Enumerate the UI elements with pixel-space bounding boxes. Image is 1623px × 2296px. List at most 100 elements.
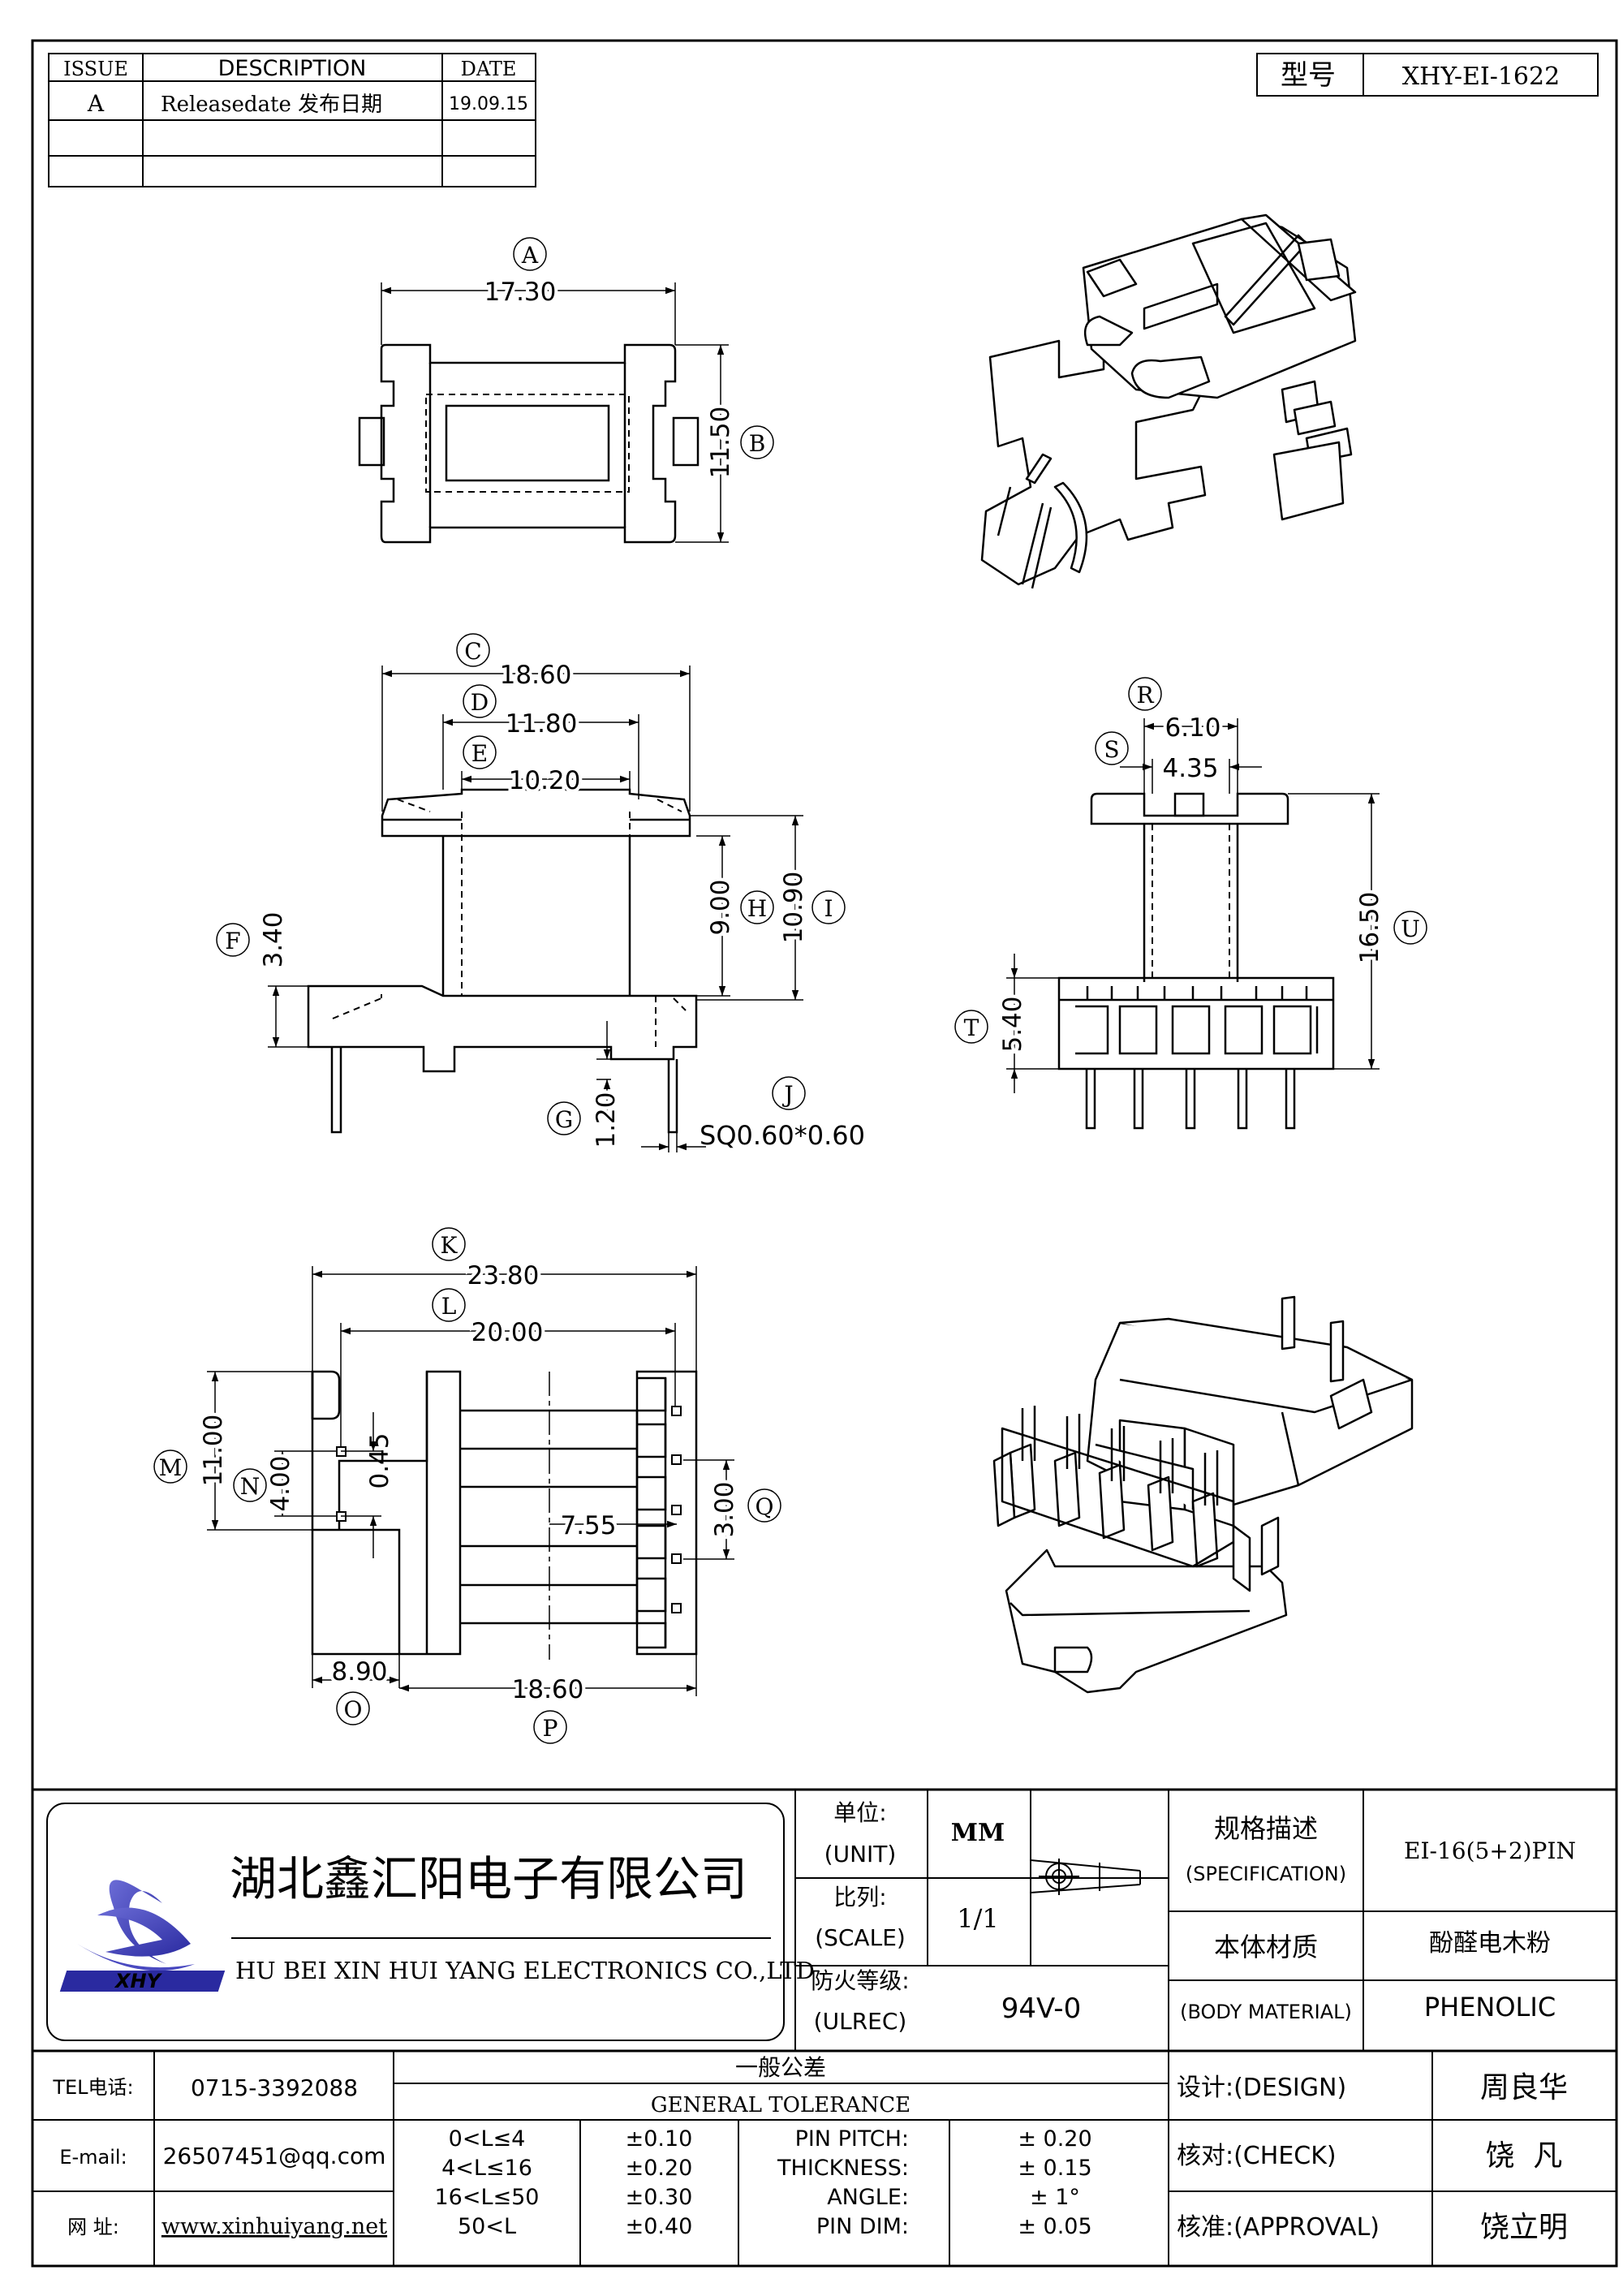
check-name: 饶 凡 [1486, 2139, 1563, 2173]
tol-item-4-value: ± 0.05 [1018, 2214, 1091, 2239]
tol-item-1-value: ± 0.20 [1018, 2126, 1091, 2152]
dim-k-tag: K [441, 1232, 458, 1259]
page-border [31, 39, 1618, 2268]
unit-value: MM [951, 1819, 1005, 1847]
dim-m-value: 11.00 [199, 1415, 228, 1487]
dim-u-tag: U [1401, 915, 1420, 942]
dim-e-value: 10.20 [509, 766, 581, 795]
dim-j-tag: J [781, 1081, 793, 1108]
dim-g-value: 1.20 [592, 1092, 621, 1148]
material-value-en: PHENOLIC [1424, 1992, 1556, 2022]
web-value[interactable]: www.xinhuiyang.net [161, 2214, 387, 2239]
tol-item-3: ANGLE: [827, 2185, 909, 2210]
dim-g-tag: G [555, 1106, 573, 1133]
dim-o-value: 8.90 [331, 1657, 387, 1686]
dim-q-tag: Q [756, 1493, 774, 1520]
dim-l-tag: L [441, 1293, 457, 1320]
rev-header-issue: ISSUE [63, 58, 128, 80]
dim-n-tag: N [240, 1473, 260, 1500]
dim-m-tag: M [159, 1454, 183, 1481]
model-box [1256, 53, 1599, 97]
front-view-hidden [332, 799, 687, 1047]
dim-i-tag: I [824, 895, 833, 922]
tolerance-title-en: GENERAL TOLERANCE [651, 2093, 911, 2117]
email-label: E-mail: [59, 2146, 127, 2169]
dim-o-tag: O [344, 1696, 363, 1723]
ul-value: 94V-0 [1001, 1992, 1081, 2025]
tol-value-4: ±0.40 [626, 2214, 693, 2239]
tolerance-title-cn: 一般公差 [735, 2054, 826, 2081]
tolerance-items: PIN PITCH: ± 0.20 THICKNESS: ± 0.15 ANGL… [777, 2126, 1092, 2239]
scale-label-en: (SCALE) [815, 1924, 906, 1951]
material-value-cn: 酚醛电木粉 [1429, 1929, 1551, 1958]
dim-center-value: 7.55 [560, 1511, 616, 1540]
design-label: 设计:(DESIGN) [1177, 2074, 1346, 2102]
dim-s-tag: S [1104, 736, 1119, 763]
tol-range-4: 50<L [458, 2214, 516, 2239]
scale-value: 1/1 [957, 1903, 999, 1934]
iso-view-bottom [992, 1295, 1414, 1694]
rev-row-description: Releasedate 发布日期 [161, 93, 382, 117]
ul-label-en: (ULREC) [814, 2008, 907, 2035]
tol-range-3: 16<L≤50 [434, 2185, 539, 2210]
dim-n2-value: 0.45 [365, 1432, 394, 1488]
rev-header-description: DESCRIPTION [218, 56, 367, 81]
tol-item-2: THICKNESS: [777, 2156, 909, 2181]
dim-u-value: 16.50 [1355, 892, 1384, 964]
web-label: 网 址: [67, 2216, 119, 2238]
side-view [1057, 792, 1335, 1130]
model-value: XHY-EI-1622 [1402, 62, 1560, 91]
dim-b-tag: B [749, 430, 766, 457]
rev-header-date: DATE [461, 58, 517, 80]
company-name-en: HU BEI XIN HUI YANG ELECTRONICS CO.,LTD [235, 1957, 815, 1984]
design-name: 周良华 [1480, 2071, 1568, 2104]
spec-label-en: (SPECIFICATION) [1186, 1863, 1346, 1885]
dim-f-value: 3.40 [259, 911, 288, 967]
tol-item-3-value: ± 1° [1030, 2185, 1080, 2210]
dim-r-tag: R [1136, 682, 1154, 709]
tel-value: 0715-3392088 [191, 2074, 358, 2101]
dim-c-value: 18.60 [500, 661, 572, 690]
tol-item-1: PIN PITCH: [795, 2126, 909, 2152]
dim-j-value: SQ0.60*0.60 [700, 1120, 865, 1151]
top-view [358, 343, 700, 544]
unit-label-cn: 单位: [833, 1799, 886, 1826]
spec-label-cn: 规格描述 [1214, 1813, 1318, 1844]
unit-label-en: (UNIT) [824, 1841, 897, 1867]
rev-row-date: 19.09.15 [449, 94, 528, 114]
dim-h-value: 9.00 [706, 879, 735, 935]
dim-t-value: 5.40 [998, 996, 1027, 1052]
scale-label-cn: 比列: [833, 1884, 886, 1910]
dim-s-value: 4.35 [1162, 754, 1218, 783]
dim-r-value: 6.10 [1165, 713, 1220, 743]
dim-l-value: 20.00 [471, 1318, 544, 1347]
tol-item-4: PIN DIM: [816, 2214, 909, 2239]
top-view-hidden [425, 394, 630, 493]
company-logo [59, 1880, 226, 1992]
tol-range-1: 0<L≤4 [449, 2126, 526, 2152]
revision-table [48, 53, 536, 187]
model-label: 型号 [1281, 59, 1336, 92]
rev-row-issue: A [87, 90, 105, 117]
front-view [307, 788, 698, 1134]
dim-i-value: 10.90 [779, 872, 808, 944]
tel-label: TEL电话: [52, 2076, 133, 2099]
tol-value-1: ±0.10 [626, 2126, 693, 2152]
approval-label: 核准:(APPROVAL) [1177, 2213, 1380, 2242]
email-value: 26507451@qq.com [163, 2143, 386, 2169]
dim-p-value: 18.60 [512, 1675, 584, 1704]
tol-value-2: ±0.20 [626, 2156, 693, 2181]
tol-value-3: ±0.30 [626, 2185, 693, 2210]
dim-b [675, 344, 774, 543]
bottom-dims [153, 1227, 781, 1744]
material-label-cn: 本体材质 [1214, 1932, 1318, 1962]
logo-text: XHY [114, 1970, 163, 1992]
dim-a-value: 17.30 [484, 278, 557, 307]
front-dims [216, 633, 846, 1152]
approval-name: 饶立明 [1480, 2211, 1568, 2244]
dim-t-tag: T [964, 1014, 979, 1041]
dim-k-value: 23.80 [467, 1261, 540, 1290]
dim-p-tag: P [543, 1715, 558, 1742]
dim-d-value: 11.80 [506, 709, 578, 739]
